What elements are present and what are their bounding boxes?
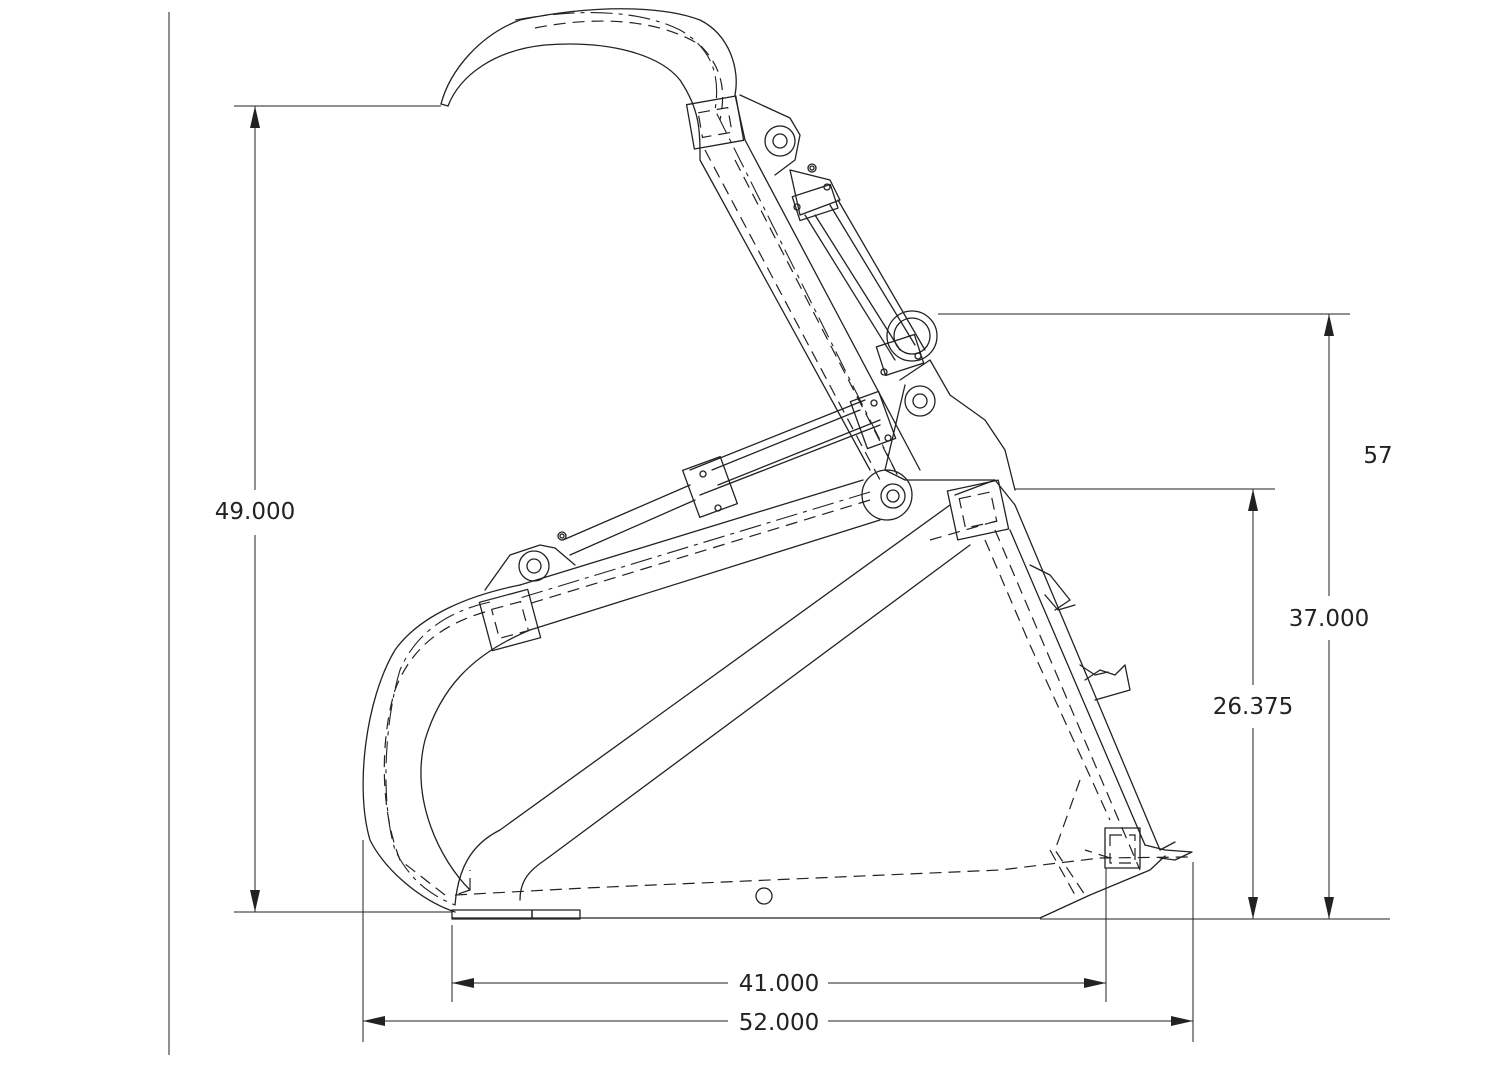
dimension-pivot-height: 57 [938, 313, 1393, 919]
dimension-label-41: 41.000 [739, 971, 819, 997]
dimension-label-26: 26.375 [1213, 694, 1293, 720]
dimension-grapple-height: 49.000 [215, 105, 452, 913]
dimension-label-57: 57 [1363, 443, 1392, 469]
lower-cylinder [562, 390, 897, 556]
dimension-label-37: 37.000 [1289, 606, 1369, 632]
main-pivot [886, 310, 938, 362]
upper-grapple-tine [440, 8, 921, 481]
bucket-body [451, 479, 1193, 920]
dimension-floor-length: 41.000 [451, 868, 1107, 1002]
dimension-overall-length: 52.000 [362, 840, 1194, 1042]
arm-pivot-hub [861, 469, 913, 521]
side-plate [884, 359, 1016, 491]
dimension-label-49: 49.000 [215, 499, 295, 525]
upper-cylinder [764, 125, 926, 377]
dimension-bucket-back-height: 26.375 [1015, 488, 1293, 919]
dimension-label-52: 52.000 [739, 1010, 819, 1036]
lower-grapple-arm [362, 479, 881, 913]
